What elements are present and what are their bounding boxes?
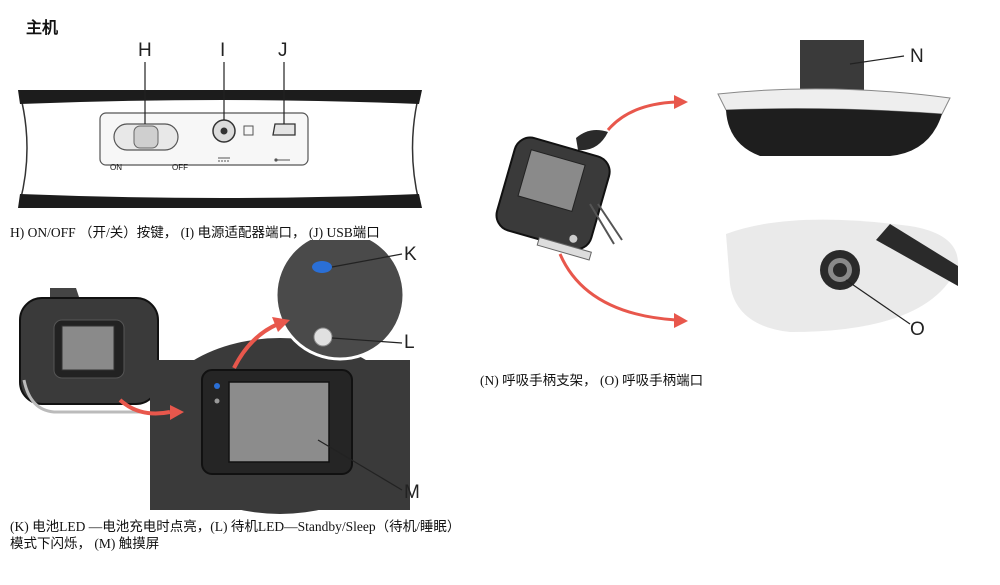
callout-m: M: [404, 482, 420, 503]
side-ports-figure: H I J ON OFF: [14, 38, 434, 218]
callout-l: L: [404, 332, 415, 353]
front-illustration: [19, 229, 410, 514]
callout-k: K: [404, 244, 417, 265]
callout-i: I: [220, 40, 226, 61]
handle-caption: (N) 呼吸手柄支架， (O) 呼吸手柄端口: [480, 373, 704, 388]
battery-led: [214, 383, 220, 389]
switch-on-label: ON: [110, 163, 122, 172]
callout-n: N: [910, 46, 924, 67]
touch-screen: [228, 381, 330, 463]
handle-illustration: [495, 40, 959, 332]
callout-h: H: [138, 40, 152, 61]
usb-port: [272, 123, 296, 136]
callout-j: J: [278, 40, 288, 61]
switch-off-label: OFF: [172, 163, 188, 172]
callout-o: O: [910, 319, 925, 340]
front-figure: K L M: [10, 229, 490, 515]
front-caption-line-1: (K) 电池LED —电池充电时点亮，(L) 待机LED—Standby/Sle…: [10, 519, 461, 534]
side-ports-caption: H) ON/OFF （开/关）按键， (I) 电源适配器端口， (J) USB端…: [10, 225, 380, 240]
side-ports-illustration: [18, 62, 422, 208]
section-title: 主机: [26, 18, 59, 37]
front-caption-line-2: 模式下闪烁， (M) 触摸屏: [10, 536, 160, 551]
standby-led: [214, 398, 220, 404]
handle-figure: N O: [490, 34, 960, 354]
